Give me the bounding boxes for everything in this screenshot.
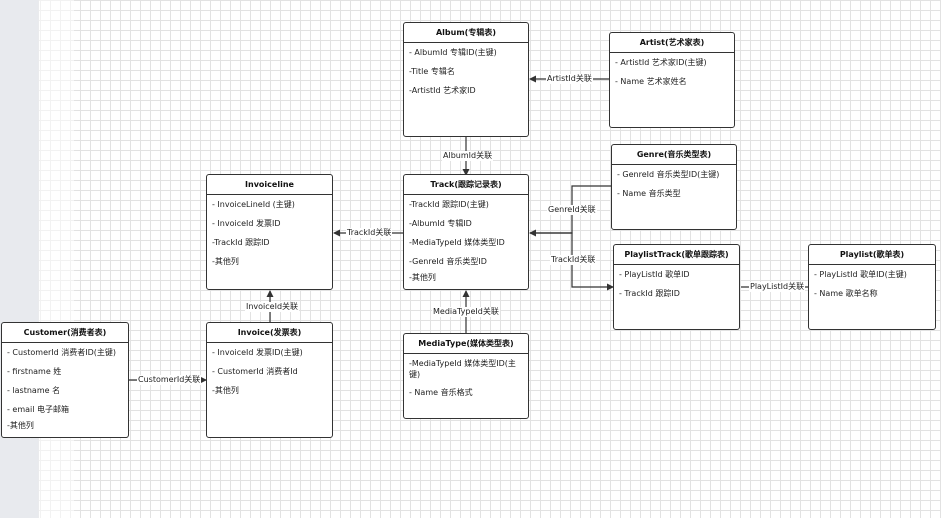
relation-label-track-playlisttrack: TrackId关联 [550,255,597,265]
entity-field: -其他列 [409,273,436,282]
relation-label-album-track: AlbumId关联 [442,151,494,161]
entity-field: - PlayListId 歌单ID [619,270,690,279]
entity-field: - CustomerId 消费者ID(主键) [7,348,117,357]
relation-label-customer-invoice: CustomerId关联 [137,375,202,385]
entity-field: -其他列 [212,386,239,395]
entity-field: -GenreId 音乐类型ID [409,257,487,266]
entity-field: - PlayListId 歌单ID(主键) [814,270,907,279]
entity-genre[interactable]: Genre(音乐类型表) - GenreId 音乐类型ID(主键) - Name… [611,144,737,230]
entity-title: Invoiceline [207,175,332,195]
entity-field: - Name 音乐类型 [617,189,681,198]
entity-field: - InvoiceLineId (主键) [212,200,295,209]
entity-playlisttrack[interactable]: PlaylistTrack(歌单跟踪表) - PlayListId 歌单ID -… [613,244,740,330]
entity-field: - CustomerId 消费者Id [212,367,298,376]
entity-artist[interactable]: Artist(艺术家表) - ArtistId 艺术家ID(主键) - Name… [609,32,735,128]
entity-field: - AlbumId 专辑ID(主键) [409,48,497,57]
relation-label-invoice-invoiceline: InvoiceId关联 [245,302,300,312]
entity-field: -TrackId 跟踪ID [212,238,270,247]
entity-field: - email 电子邮箱 [7,405,70,414]
entity-field: - ArtistId 艺术家ID(主键) [615,58,707,67]
entity-title: Track(跟踪记录表) [404,175,528,195]
entity-title: Playlist(歌单表) [809,245,935,265]
entity-field: - GenreId 音乐类型ID(主键) [617,170,720,179]
entity-field: -ArtistId 艺术家ID [409,86,476,95]
entity-title: Genre(音乐类型表) [612,145,736,165]
entity-field: - Name 音乐格式 [409,388,473,397]
entity-field: -AlbumId 专辑ID [409,219,472,228]
entity-field: -其他列 [7,421,34,430]
entity-field: -Title 专辑名 [409,67,455,76]
relation-label-mediatype-track: MediaTypeId关联 [432,307,500,317]
entity-field: -TrackId 跟踪ID(主键) [409,200,489,209]
entity-field: - InvoiceId 发票ID [212,219,281,228]
entity-title: Invoice(发票表) [207,323,332,343]
entity-mediatype[interactable]: MediaType(媒体类型表) -MediaTypeId 媒体类型ID(主键)… [403,333,529,419]
entity-playlist[interactable]: Playlist(歌单表) - PlayListId 歌单ID(主键) - Na… [808,244,936,330]
entity-field: -其他列 [212,257,239,266]
entity-customer[interactable]: Customer(消费者表) - CustomerId 消费者ID(主键) - … [1,322,129,438]
entity-track[interactable]: Track(跟踪记录表) -TrackId 跟踪ID(主键) -AlbumId … [403,174,529,290]
relation-label-artist-album: ArtistId关联 [546,74,593,84]
entity-invoice[interactable]: Invoice(发票表) - InvoiceId 发票ID(主键) - Cust… [206,322,333,438]
entity-title: Album(专辑表) [404,23,528,43]
entity-title: MediaType(媒体类型表) [404,334,528,354]
relation-label-track-invoiceline: TrackId关联 [346,228,393,238]
entity-title: Customer(消费者表) [2,323,128,343]
entity-field: - firstname 姓 [7,367,62,376]
relation-label-genre-track: GenreId关联 [547,205,597,215]
entity-field: - InvoiceId 发票ID(主键) [212,348,303,357]
relation-label-playlist-playlisttrack: PlayListId关联 [749,282,806,292]
entity-title: PlaylistTrack(歌单跟踪表) [614,245,739,265]
entity-album[interactable]: Album(专辑表) - AlbumId 专辑ID(主键) -Title 专辑名… [403,22,529,137]
entity-field: - TrackId 跟踪ID [619,289,680,298]
entity-title: Artist(艺术家表) [610,33,734,53]
entity-invoiceline[interactable]: Invoiceline - InvoiceLineId (主键) - Invoi… [206,174,333,290]
entity-field: -MediaTypeId 媒体类型ID(主键) [409,359,516,379]
entity-field: - lastname 名 [7,386,61,395]
entity-field: - Name 艺术家姓名 [615,77,687,86]
entity-field: -MediaTypeId 媒体类型ID [409,238,505,247]
entity-field: - Name 歌单名称 [814,289,878,298]
